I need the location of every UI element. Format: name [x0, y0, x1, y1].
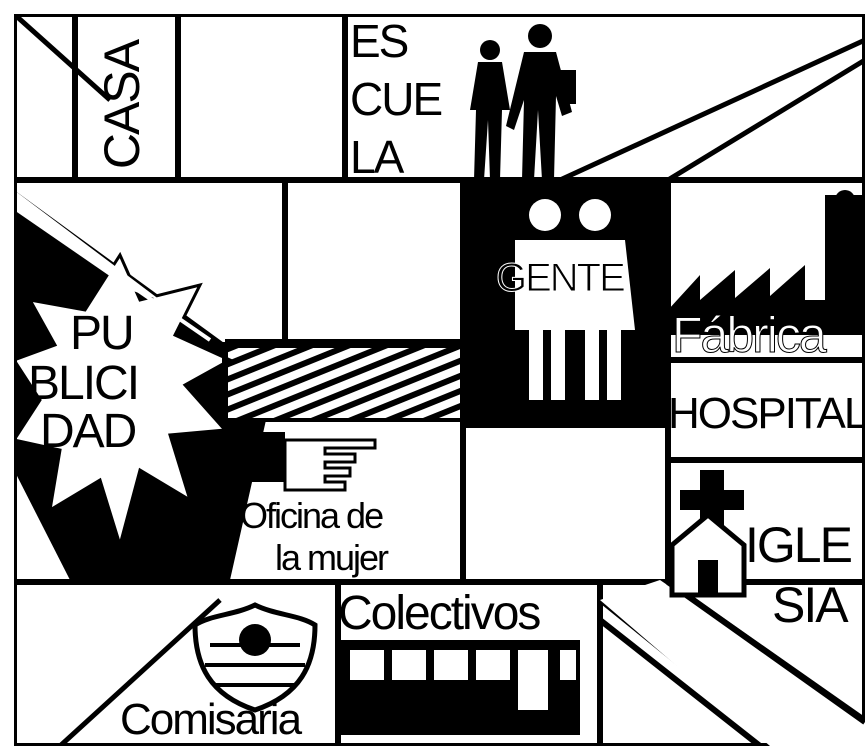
iglesia-label-1: IGLE: [745, 517, 853, 573]
publicidad-label-1: PU: [70, 307, 135, 360]
fabrica-label: Fábrica: [672, 307, 828, 363]
casa-label: CASA: [94, 40, 150, 170]
colectivos-label: Colectivos: [338, 587, 541, 640]
publicidad-label-2: BLICI: [28, 357, 140, 410]
bus-icon: [340, 640, 580, 735]
hospital-label: HOSPITAL: [668, 389, 865, 438]
oficina-label-2: la mujer: [275, 537, 389, 578]
escuela-label-2: CUE: [350, 73, 443, 125]
escuela-label-1: ES: [350, 15, 409, 67]
oficina-label-1: Oficina de: [240, 495, 384, 536]
iglesia-label-2: SIA: [772, 577, 849, 633]
starburst-icon: [14, 251, 234, 551]
factory-icon: [668, 190, 865, 335]
couple-icon: [515, 199, 635, 400]
pointing-hand-icon: [230, 432, 377, 492]
escuela-label-3: LA: [350, 131, 404, 183]
people-walking-icon: [470, 24, 576, 180]
house-icon: [669, 511, 747, 598]
hatched-cell: [225, 342, 463, 422]
publicidad-label-3: DAD: [40, 405, 137, 458]
gente-label: GENTE: [496, 256, 627, 300]
police-badge-icon: [192, 602, 318, 713]
comisaria-label: Comisaria: [120, 695, 302, 744]
